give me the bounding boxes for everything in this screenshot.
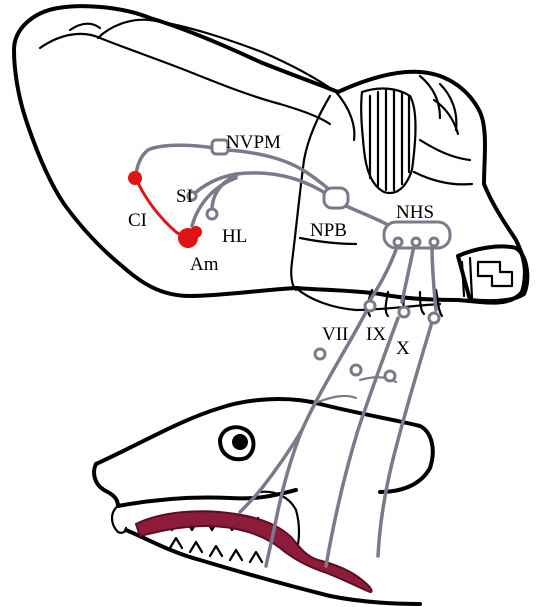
vii-branch — [318, 396, 356, 402]
npb-nucleus — [324, 188, 348, 208]
label-ix: IX — [366, 324, 386, 345]
root-ganglion-1 — [365, 301, 375, 311]
am-red-dot-secondary — [190, 226, 202, 238]
hl-nucleus — [207, 209, 217, 219]
cerebellum-hatched-region — [361, 89, 415, 193]
nerve-ix — [326, 318, 398, 566]
label-nvpm: NVPM — [226, 132, 281, 153]
label-hl: HL — [222, 226, 247, 247]
root-ganglion-3 — [429, 313, 439, 323]
label-am: Am — [190, 254, 219, 275]
label-vii: VII — [322, 324, 348, 345]
brain-outline — [14, 6, 527, 316]
label-x: X — [396, 338, 410, 359]
nvpm-to-ci-tract — [136, 145, 214, 178]
label-si: SI — [176, 186, 193, 207]
nhs-subnucleus-1 — [394, 238, 402, 246]
nhs-subnucleus-2 — [412, 238, 420, 246]
nhs-subnucleus-3 — [430, 238, 438, 246]
nhs-to-vii-root — [370, 244, 398, 300]
nhs-to-ix-root — [402, 246, 414, 302]
label-nhs: NHS — [396, 202, 434, 223]
root-ganglion-2 — [399, 307, 409, 317]
x-ganglion — [385, 371, 395, 381]
eye — [220, 427, 254, 459]
label-ci: CI — [128, 210, 147, 231]
head-outline — [94, 399, 433, 604]
ci-red-dot — [128, 171, 142, 185]
spinal-cord-section — [458, 246, 527, 301]
label-npb: NPB — [310, 220, 347, 241]
vii-ganglion — [315, 349, 325, 359]
ix-ganglion — [351, 365, 361, 375]
